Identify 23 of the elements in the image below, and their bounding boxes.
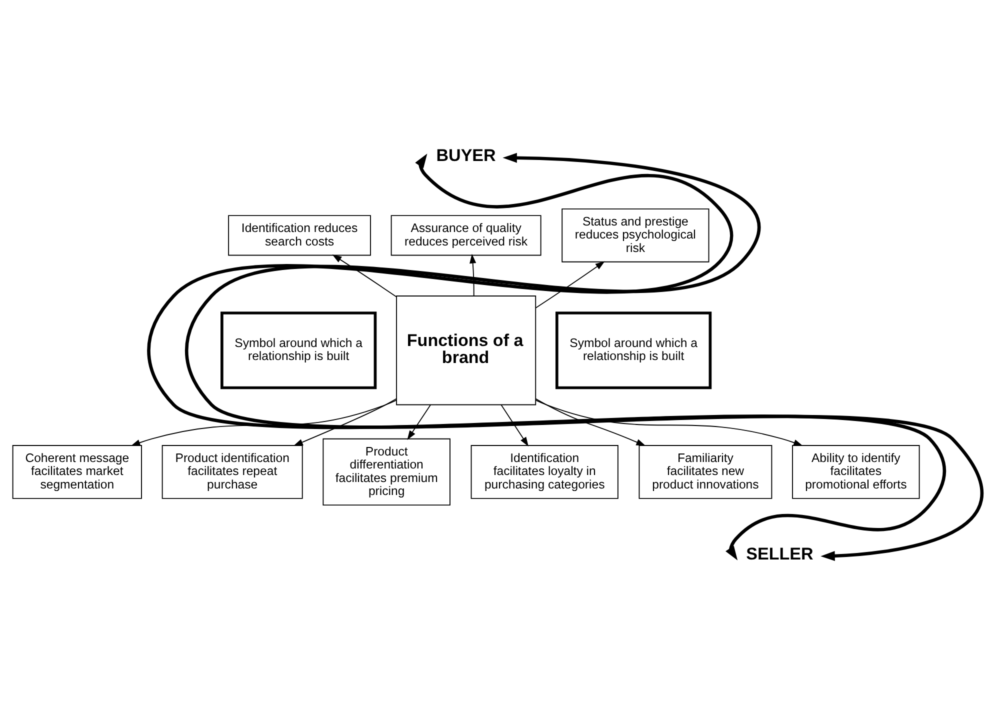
node-box: Assurance of quality reduces perceived risk xyxy=(390,214,542,256)
node-box: Identification reduces search costs xyxy=(228,214,371,256)
arrow xyxy=(332,254,397,297)
node-box: Ability to identify facilitates promotional efforts xyxy=(792,444,920,498)
arrow xyxy=(500,404,529,446)
node-box: Functions of a brand xyxy=(396,295,536,405)
node-box: Familiarity facilitates new product innovations xyxy=(638,444,772,498)
node-text: SELLER xyxy=(746,544,814,563)
arrow xyxy=(470,253,476,296)
arrow xyxy=(293,398,397,446)
node-box: Coherent message facilitates market segmentation xyxy=(12,444,142,498)
arrow xyxy=(535,399,804,446)
node-text: BUYER xyxy=(436,146,496,165)
node-box: Product differentiation facilitates premium pricing xyxy=(322,438,450,506)
arrow xyxy=(407,404,431,440)
node-box: Symbol around which a relationship is built xyxy=(220,311,377,389)
node-box: Product identification facilitates repeat purchase xyxy=(162,444,303,498)
arrow xyxy=(535,260,605,308)
arrow xyxy=(535,398,646,446)
arrow xyxy=(130,399,397,446)
node-box: Symbol around which a relationship is built xyxy=(555,311,712,389)
node-box: Status and prestige reduces psychological risk xyxy=(562,208,710,262)
node-box: Identification facilitates loyalty in purchasing categories xyxy=(470,444,618,498)
